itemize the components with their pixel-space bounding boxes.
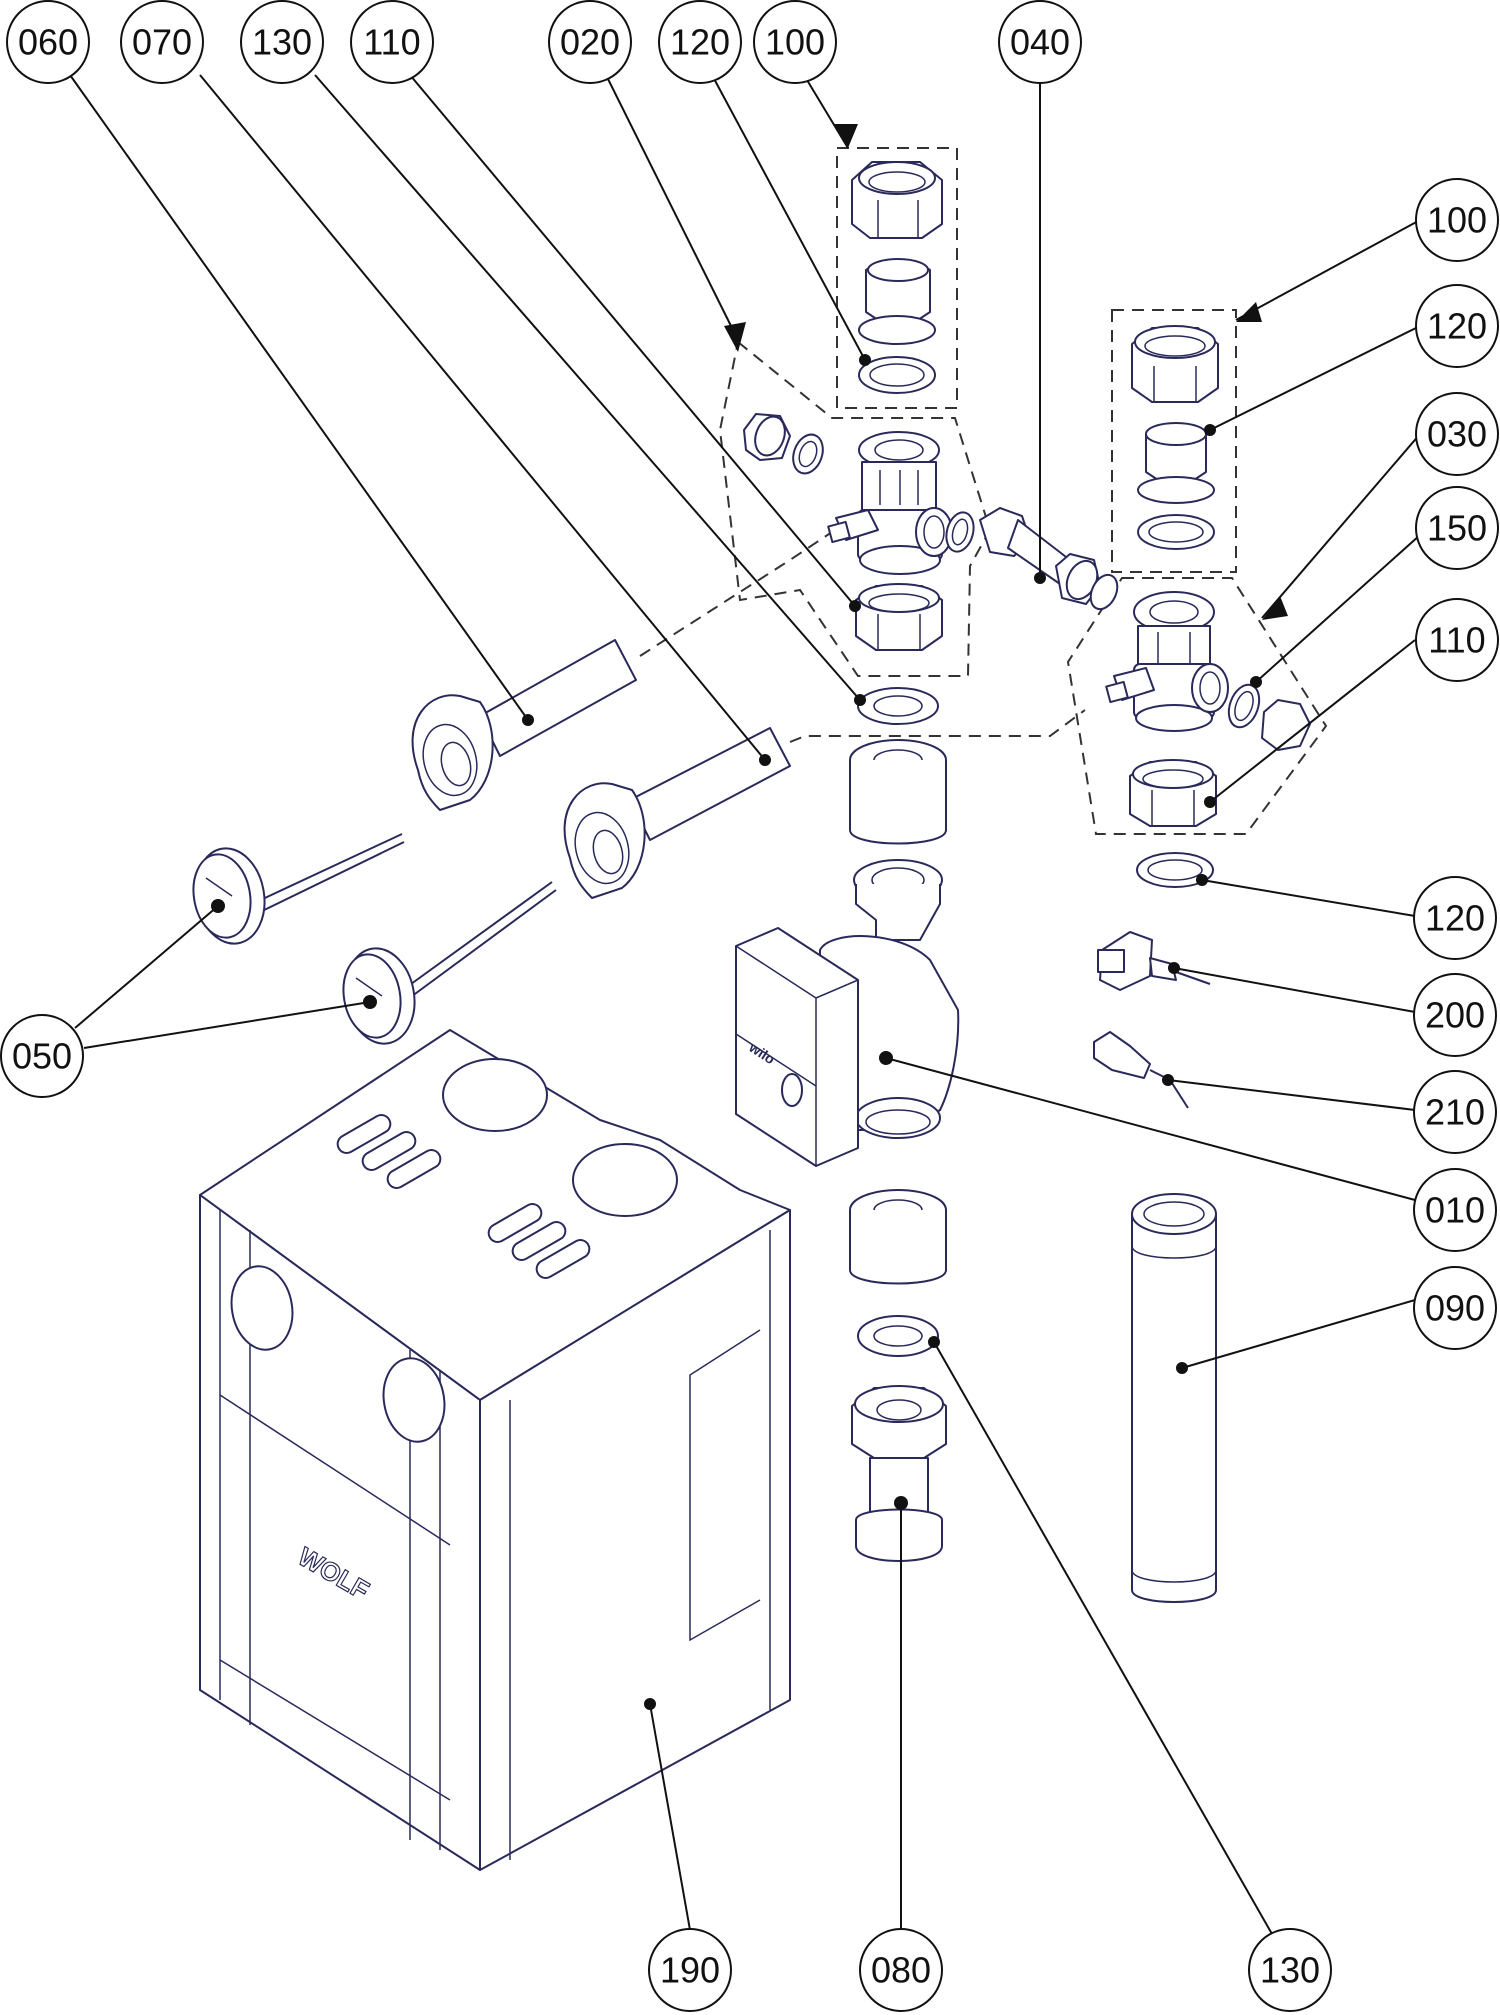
pipe-fitting [851, 1385, 947, 1562]
callout-label: 130 [252, 22, 312, 63]
thermometer-upper [192, 833, 405, 945]
callout-100-right[interactable]: 100 [1415, 178, 1499, 262]
signal-connector [1093, 1031, 1189, 1109]
callout-label: 130 [1260, 1950, 1320, 1991]
callout-060[interactable]: 060 [6, 0, 90, 84]
insulation-insert-lower [849, 1189, 947, 1285]
callout-label: 100 [765, 22, 825, 63]
power-connector [1097, 931, 1211, 991]
callout-label: 090 [1425, 1288, 1485, 1329]
callout-130-top[interactable]: 130 [240, 0, 324, 84]
dashed-connector-lower [789, 709, 1086, 743]
circulation-pump: wilo [735, 859, 960, 1167]
group-box-100-top [836, 147, 958, 409]
group-box-100-right [1111, 309, 1237, 573]
callout-120-top[interactable]: 120 [658, 0, 742, 84]
callout-label: 120 [670, 22, 730, 63]
callout-label: 080 [871, 1950, 931, 1991]
callout-120-lower-right[interactable]: 120 [1413, 876, 1497, 960]
callout-070[interactable]: 070 [120, 0, 204, 84]
callout-label: 110 [363, 22, 420, 63]
callout-label: 190 [660, 1950, 720, 1991]
callout-110-top[interactable]: 110 [350, 0, 434, 84]
screw-fitting-right [1131, 325, 1219, 550]
thermometer-lower [342, 881, 557, 1045]
ball-valve-right [1105, 591, 1311, 827]
insulation-housing: WOLF [199, 1029, 791, 1871]
callout-label: 040 [1010, 22, 1070, 63]
callout-label: 030 [1427, 414, 1487, 455]
callout-190[interactable]: 190 [648, 1928, 732, 2012]
insulation-insert-upper [849, 739, 947, 845]
callout-label: 060 [18, 22, 78, 63]
callout-label: 120 [1425, 898, 1485, 939]
callout-label: 050 [12, 1036, 72, 1077]
connection-pipe [979, 507, 1119, 611]
callout-030[interactable]: 030 [1415, 392, 1499, 476]
screw-fitting-top [851, 161, 943, 394]
callout-090[interactable]: 090 [1413, 1266, 1497, 1350]
callout-label: 020 [560, 22, 620, 63]
callout-210[interactable]: 210 [1413, 1070, 1497, 1154]
immersion-sleeve-upper [411, 639, 637, 811]
callout-label: 120 [1427, 306, 1487, 347]
callout-110-right[interactable]: 110 [1415, 598, 1499, 682]
callout-label: 010 [1425, 1190, 1485, 1231]
ball-valve-left [743, 413, 975, 651]
callout-label: 110 [1428, 620, 1485, 661]
callout-label: 100 [1427, 200, 1487, 241]
group-box-020 [718, 340, 992, 677]
immersion-sleeve-lower [563, 727, 791, 899]
callout-label: 070 [132, 22, 192, 63]
return-pipe [1131, 1193, 1217, 1603]
callout-020[interactable]: 020 [548, 0, 632, 84]
group-outlines [639, 147, 1328, 835]
callout-130-bottom[interactable]: 130 [1248, 1928, 1332, 2012]
callout-label: 150 [1427, 508, 1487, 549]
gasket-upper [857, 687, 939, 725]
callout-label: 200 [1425, 995, 1485, 1036]
callout-120-right[interactable]: 120 [1415, 284, 1499, 368]
leader-lines [69, 74, 1421, 1935]
gasket-lower-right [1136, 852, 1214, 888]
callout-200[interactable]: 200 [1413, 973, 1497, 1057]
group-box-030 [1066, 577, 1328, 835]
callout-100-top[interactable]: 100 [753, 0, 837, 84]
callout-label: 210 [1425, 1092, 1485, 1133]
callout-150[interactable]: 150 [1415, 486, 1499, 570]
callout-040[interactable]: 040 [998, 0, 1082, 84]
callout-080[interactable]: 080 [859, 1928, 943, 2012]
callout-010[interactable]: 010 [1413, 1168, 1497, 1252]
callout-050[interactable]: 050 [0, 1014, 84, 1098]
gasket-lower [857, 1315, 939, 1357]
